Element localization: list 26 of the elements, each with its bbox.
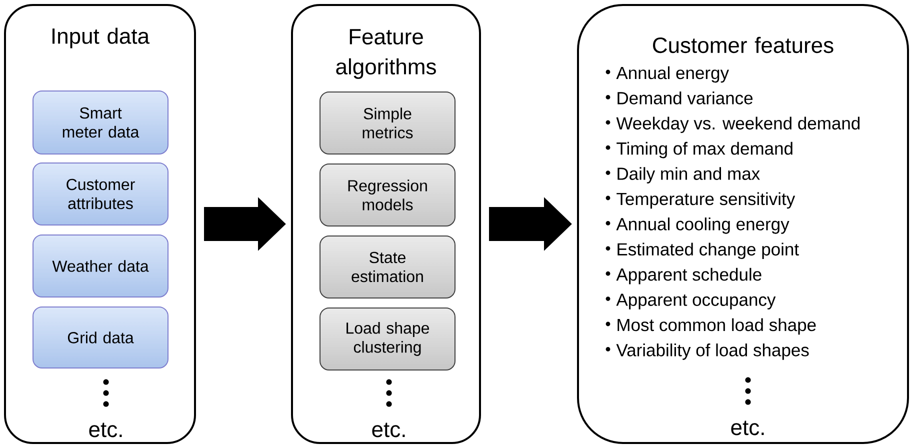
bullet-item: Demand variance <box>618 92 753 104</box>
bullet-item: Annual cooling energy <box>616 218 790 234</box>
bullet-item: Variability of load shapes <box>616 344 809 360</box>
bullet-item: Estimated change point <box>618 242 799 260</box>
data-box: Smart meter data <box>32 90 168 154</box>
panel-title: Customer features <box>653 36 834 54</box>
bullet-item: Most common load shape <box>618 318 816 335</box>
data-box: Grid data <box>32 306 168 368</box>
bullet-item: Weekday vs. weekend demand <box>616 116 860 134</box>
bullet-item: Daily min and max <box>618 167 760 184</box>
etc-label: etc. <box>372 422 405 438</box>
etc-label: etc. <box>89 422 122 438</box>
bullet-item: Temperature sensitivity <box>616 192 796 209</box>
data-box: Customer attributes <box>32 162 168 226</box>
algorithm-box: Regression models <box>320 164 456 226</box>
bullet-item: Apparent schedule <box>616 268 762 284</box>
algorithm-box: State estimation <box>320 236 456 298</box>
etc-label: etc. <box>731 420 764 436</box>
panel-title: Feature algorithms <box>336 29 436 79</box>
algorithm-box: Load shape clustering <box>320 308 456 370</box>
panel-title: Input data <box>52 28 150 48</box>
bullet-item: Apparent occupancy <box>616 294 776 310</box>
bullet-item: Annual energy <box>616 66 729 83</box>
data-box: Weather data <box>32 234 168 298</box>
algorithm-box: Simple metrics <box>320 92 456 154</box>
bullet-item: Timing of max demand <box>616 142 792 158</box>
